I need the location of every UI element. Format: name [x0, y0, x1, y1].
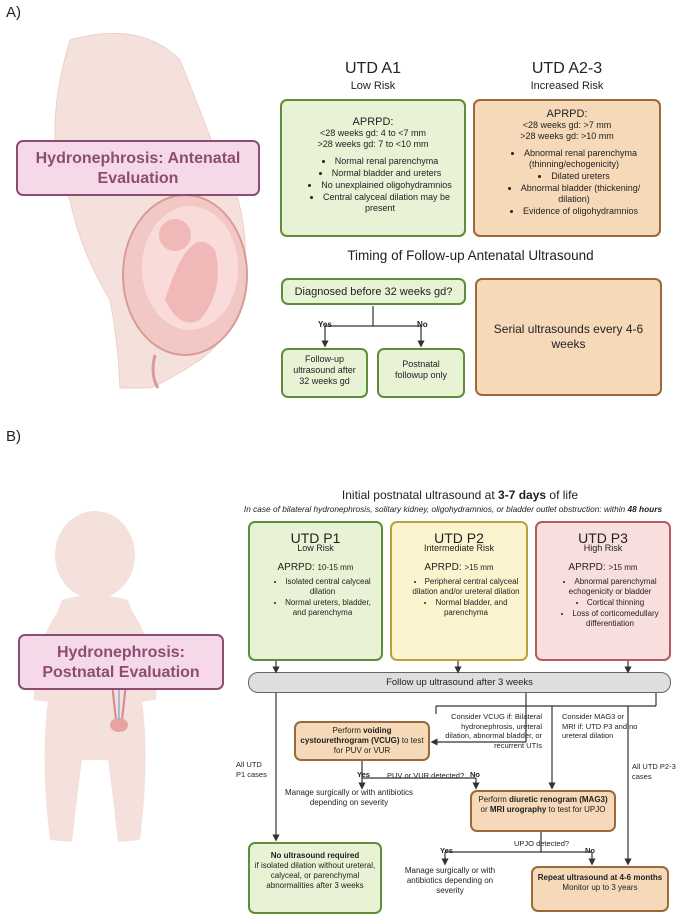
p2-item: Normal bladder, and parenchyma: [412, 598, 520, 618]
p3-item: Loss of corticomedullary differentiation: [557, 609, 663, 629]
serial-ultrasound-box: Serial ultrasounds every 4-6 weeks: [475, 278, 662, 396]
section-a-label: A): [6, 4, 21, 21]
p3-aprpd-label: APRPD:: [568, 562, 609, 573]
no-label-a: No: [417, 320, 428, 329]
yes-label-b2: Yes: [440, 846, 453, 855]
utd-a1-title: UTD A1: [344, 60, 401, 77]
all-p1-text: All UTD P1 cases: [236, 760, 267, 779]
followup-after-box: Follow-up ultrasound after 32 weeks gd: [281, 348, 368, 398]
a1-item: Normal renal parenchyma: [302, 156, 458, 167]
utd-p1-box: UTD P1 Low Risk APRPD: 10-15 mm Isolated…: [248, 521, 383, 661]
case-text: In case of bilateral hydronephrosis, sol…: [222, 504, 684, 514]
utd-a23-title: UTD A2-3: [531, 60, 603, 77]
vcug-post: to test for PUV or VUR: [333, 736, 424, 755]
utd-a23-subtitle: Increased Risk: [530, 80, 604, 92]
p1-subtitle: Low Risk: [297, 543, 334, 553]
vcug-pre: Perform: [332, 726, 364, 735]
diuretic-mid: or: [480, 805, 490, 814]
no-us-bold: No ultrasound required: [270, 851, 360, 860]
initial-pre: Initial postnatal ultrasound at: [341, 488, 499, 502]
utd-p3-box: UTD P3 High Risk APRPD: >15 mm Abnormal …: [535, 521, 671, 661]
antenatal-title-box: Hydronephrosis: Antenatal Evaluation: [16, 140, 260, 196]
a1-item: Central calyceal dilation may be present: [302, 192, 458, 214]
a23-item: Abnormal renal parenchyma (thinning/echo…: [495, 148, 653, 170]
consider-vcug-text: Consider VCUG if: Bilateral hydronephros…: [445, 712, 542, 750]
diuretic-post: to test for UPJO: [546, 805, 606, 814]
case-bold: 48 hours: [627, 504, 663, 514]
no-label-b2: No: [585, 846, 595, 855]
p1-item: Isolated central calyceal dilation: [270, 577, 375, 597]
upjo-question: UPJO detected?: [514, 839, 570, 848]
p2-item: Peripheral central calyceal dilation and…: [412, 577, 520, 597]
manage-text-1: Manage surgically or with antibiotics de…: [284, 788, 414, 807]
a23-item: Abnormal bladder (thickening/ dilation): [495, 183, 653, 205]
yes-label-a: Yes: [318, 320, 332, 329]
p3-aprpd-value: >15 mm: [608, 563, 638, 572]
utd-a1-subtitle: Low Risk: [350, 80, 396, 92]
initial-post: of life: [546, 488, 579, 502]
a23-item: Evidence of oligohydramnios: [495, 206, 653, 217]
p1-aprpd-label: APRPD:: [277, 562, 318, 573]
a23-aprpd-2: >28 weeks gd: >10 mm: [520, 131, 614, 141]
postnatal-only-box: Postnatal followup only: [377, 348, 465, 398]
repeat-bold: Repeat ultrasound at 4-6 months: [537, 873, 663, 882]
repeat-text: Monitor up to 3 years: [562, 883, 638, 892]
diuretic-bold1: diuretic renogram (MAG3): [508, 795, 608, 804]
consider-mag3-text: Consider MAG3 or MRI if: UTD P3 and no u…: [562, 712, 638, 740]
a1-aprpd-1: <28 weeks gd: 4 to <7 mm: [319, 128, 427, 138]
case-text-body: In case of bilateral hydronephrosis, sol…: [243, 504, 628, 514]
section-b-label: B): [6, 428, 21, 445]
repeat-ultrasound-box: Repeat ultrasound at 4-6 months Monitor …: [531, 866, 669, 912]
vcug-bold: voiding cystourethrogram (VCUG): [300, 726, 400, 745]
postnatal-title-box: Hydronephrosis: Postnatal Evaluation: [18, 634, 224, 690]
manage-text-2: Manage surgically or with antibiotics de…: [404, 866, 496, 895]
utd-a1-box: APRPD: <28 weeks gd: 4 to <7 mm >28 week…: [280, 99, 466, 237]
diuretic-bold2: MRI urography: [489, 805, 547, 814]
p1-item: Normal ureters, bladder, and parenchyma: [270, 598, 375, 618]
timing-title: Timing of Follow-up Antenatal Ultrasound: [347, 248, 594, 263]
p1-title: UTD P1: [290, 530, 341, 546]
diuretic-pre: Perform: [478, 795, 509, 804]
yes-label-b1: Yes: [357, 770, 370, 779]
p2-aprpd-label: APRPD:: [424, 562, 465, 573]
p3-item: Cortical thinning: [557, 598, 663, 608]
follow-up-3-weeks-bar: Follow up ultrasound after 3 weeks: [248, 672, 671, 693]
a1-item: No unexplained oligohydramnios: [302, 180, 458, 191]
all-p23-text: All UTD P2-3 cases: [632, 762, 676, 781]
p3-item: Abnormal parenchymal echogenicity or bla…: [557, 577, 663, 597]
a23-item: Dilated ureters: [495, 171, 653, 182]
no-label-b1: No: [470, 770, 480, 779]
a1-aprpd-2: >28 weeks gd: 7 to <10 mm: [317, 139, 429, 149]
utd-p2-box: UTD P2 Intermediate Risk APRPD: >15 mm P…: [390, 521, 528, 661]
p1-aprpd-value: 10-15 mm: [317, 563, 354, 572]
p3-subtitle: High Risk: [583, 543, 623, 553]
p2-aprpd-value: >15 mm: [464, 563, 494, 572]
a23-aprpd-1: <28 weeks gd: >7 mm: [522, 120, 612, 130]
question-box: Diagnosed before 32 weeks gd?: [281, 278, 466, 305]
p2-title: UTD P2: [434, 530, 484, 546]
puv-question: PUV or VUR detected?: [387, 771, 465, 780]
initial-ultrasound-text: Initial postnatal ultrasound at 3-7 days…: [240, 488, 680, 502]
initial-bold: 3-7 days: [498, 488, 547, 502]
a1-item: Normal bladder and ureters: [302, 168, 458, 179]
diuretic-renogram-box: Perform diuretic renogram (MAG3) or MRI …: [470, 790, 616, 832]
utd-a23-box: APRPD: <28 weeks gd: >7 mm >28 weeks gd:…: [473, 99, 661, 237]
a23-aprpd-label: APRPD:: [546, 108, 588, 120]
no-ultrasound-box: No ultrasound required if isolated dilat…: [248, 842, 382, 914]
vcug-box: Perform voiding cystourethrogram (VCUG) …: [294, 721, 430, 761]
no-us-text: if isolated dilation without ureteral, c…: [254, 861, 376, 890]
p3-title: UTD P3: [578, 530, 628, 546]
p2-subtitle: Intermediate Risk: [423, 543, 495, 553]
a1-aprpd-label: APRPD:: [352, 116, 394, 128]
